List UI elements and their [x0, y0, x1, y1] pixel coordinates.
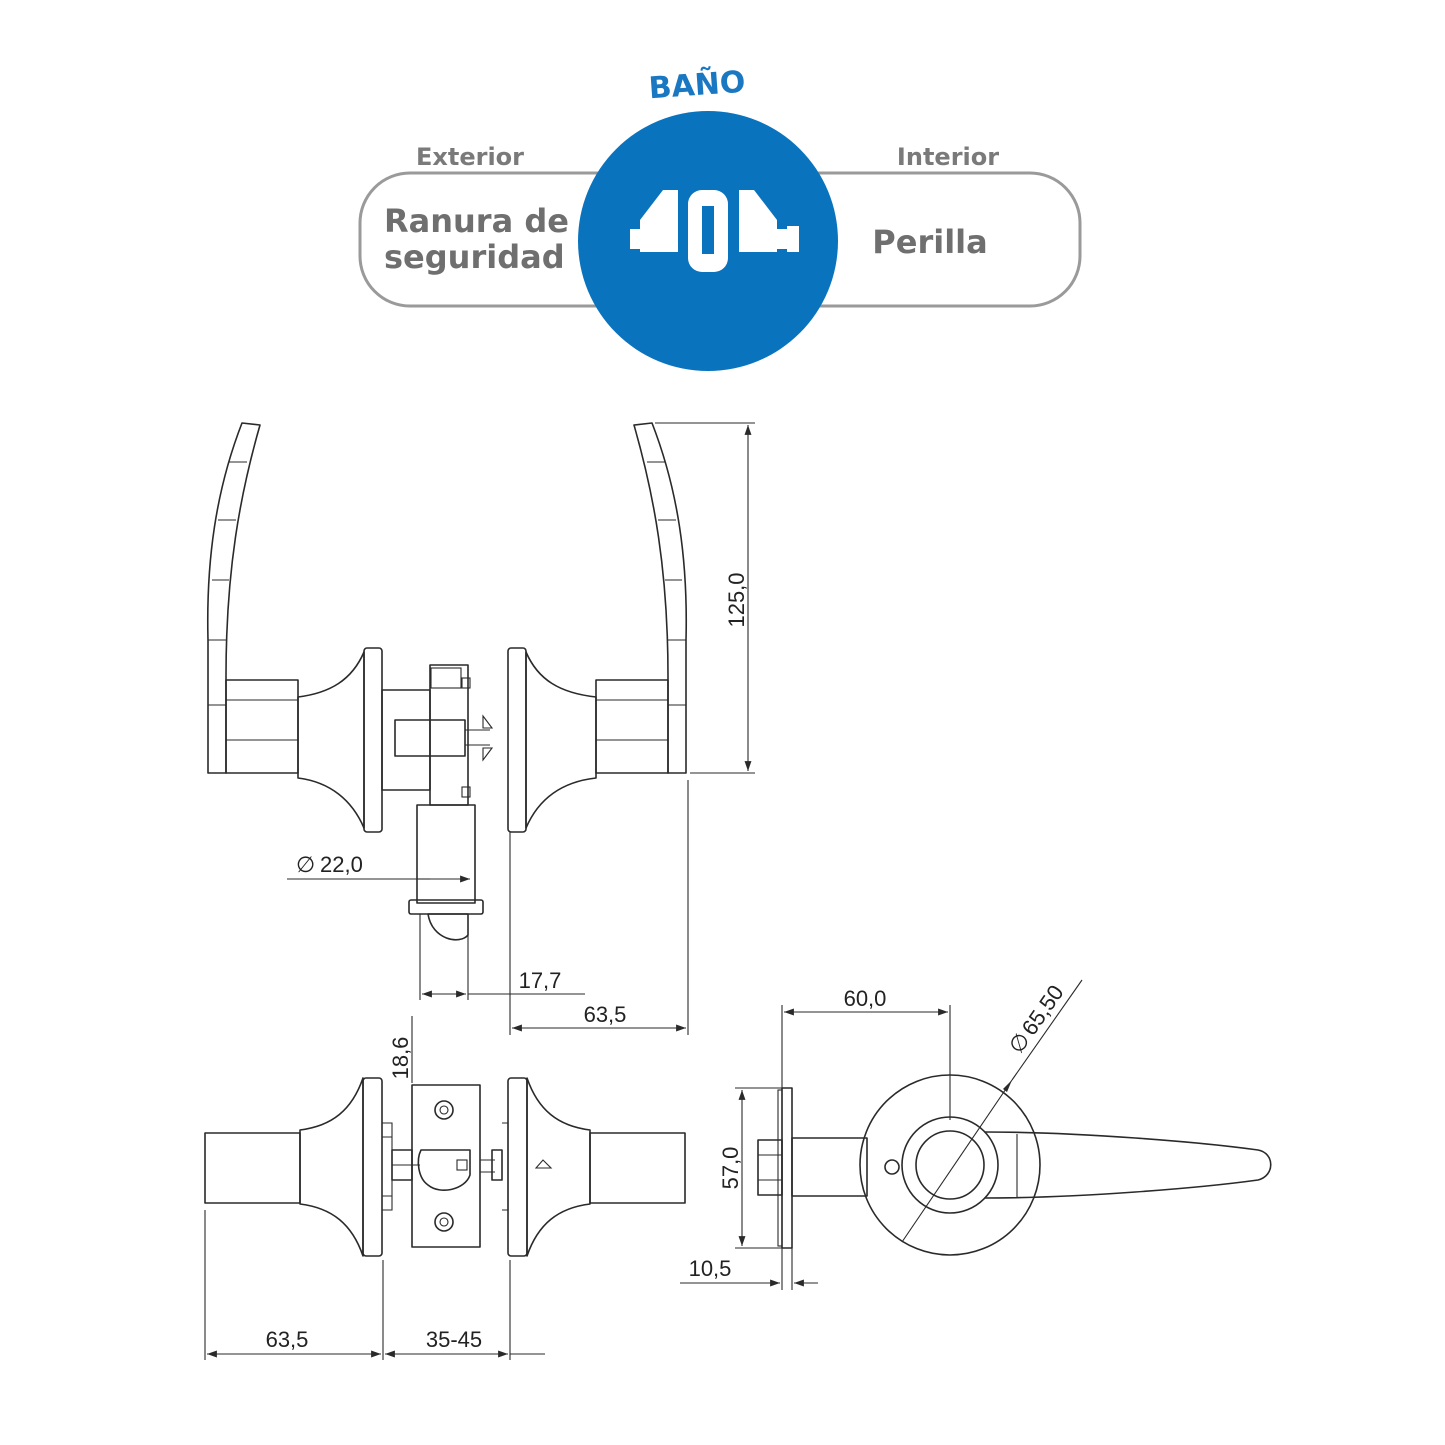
plate-height-dim: 57,0	[718, 1147, 743, 1190]
bottom-left-dimensions: 18,6 63,5 35-45	[204, 1016, 545, 1360]
rosette-to-lever-bottom-dim: 63,5	[266, 1327, 309, 1352]
lever-projection-dim: 60,0	[844, 986, 887, 1011]
rosette-to-lever-top-dim: 63,5	[584, 1002, 627, 1027]
lever-assembly-side-view	[206, 422, 688, 941]
bottom-right-dimensions: 60,0 ∅ 65,50 57,0 10,5	[680, 980, 1069, 1290]
lock-mechanism-icon	[630, 190, 799, 272]
interior-function: Perilla	[872, 223, 987, 261]
latch-offset-dim: 17,7	[519, 968, 562, 993]
exterior-label: Exterior	[416, 143, 524, 171]
function-banner: Exterior Interior Ranura de seguridad Pe…	[358, 63, 1082, 371]
lever-height-dim: 125,0	[724, 572, 749, 627]
exterior-function-line1: Ranura de	[384, 202, 569, 240]
lever-front-view	[757, 979, 1272, 1256]
lever-assembly-top-view	[204, 1077, 686, 1257]
interior-label: Interior	[897, 143, 999, 171]
door-thickness-dim: 35-45	[426, 1327, 482, 1352]
exterior-function-line2: seguridad	[384, 238, 565, 276]
top-dimensions: 125,0 ∅ 22,0 17,7 63,5	[287, 422, 755, 1035]
backset-dim: 18,6	[388, 1037, 413, 1080]
diameter-symbol: ∅	[296, 852, 315, 877]
plate-offset-dim: 10,5	[689, 1256, 732, 1281]
function-title: BAÑO	[647, 63, 746, 107]
spindle-diameter-dim: 22,0	[320, 852, 363, 877]
